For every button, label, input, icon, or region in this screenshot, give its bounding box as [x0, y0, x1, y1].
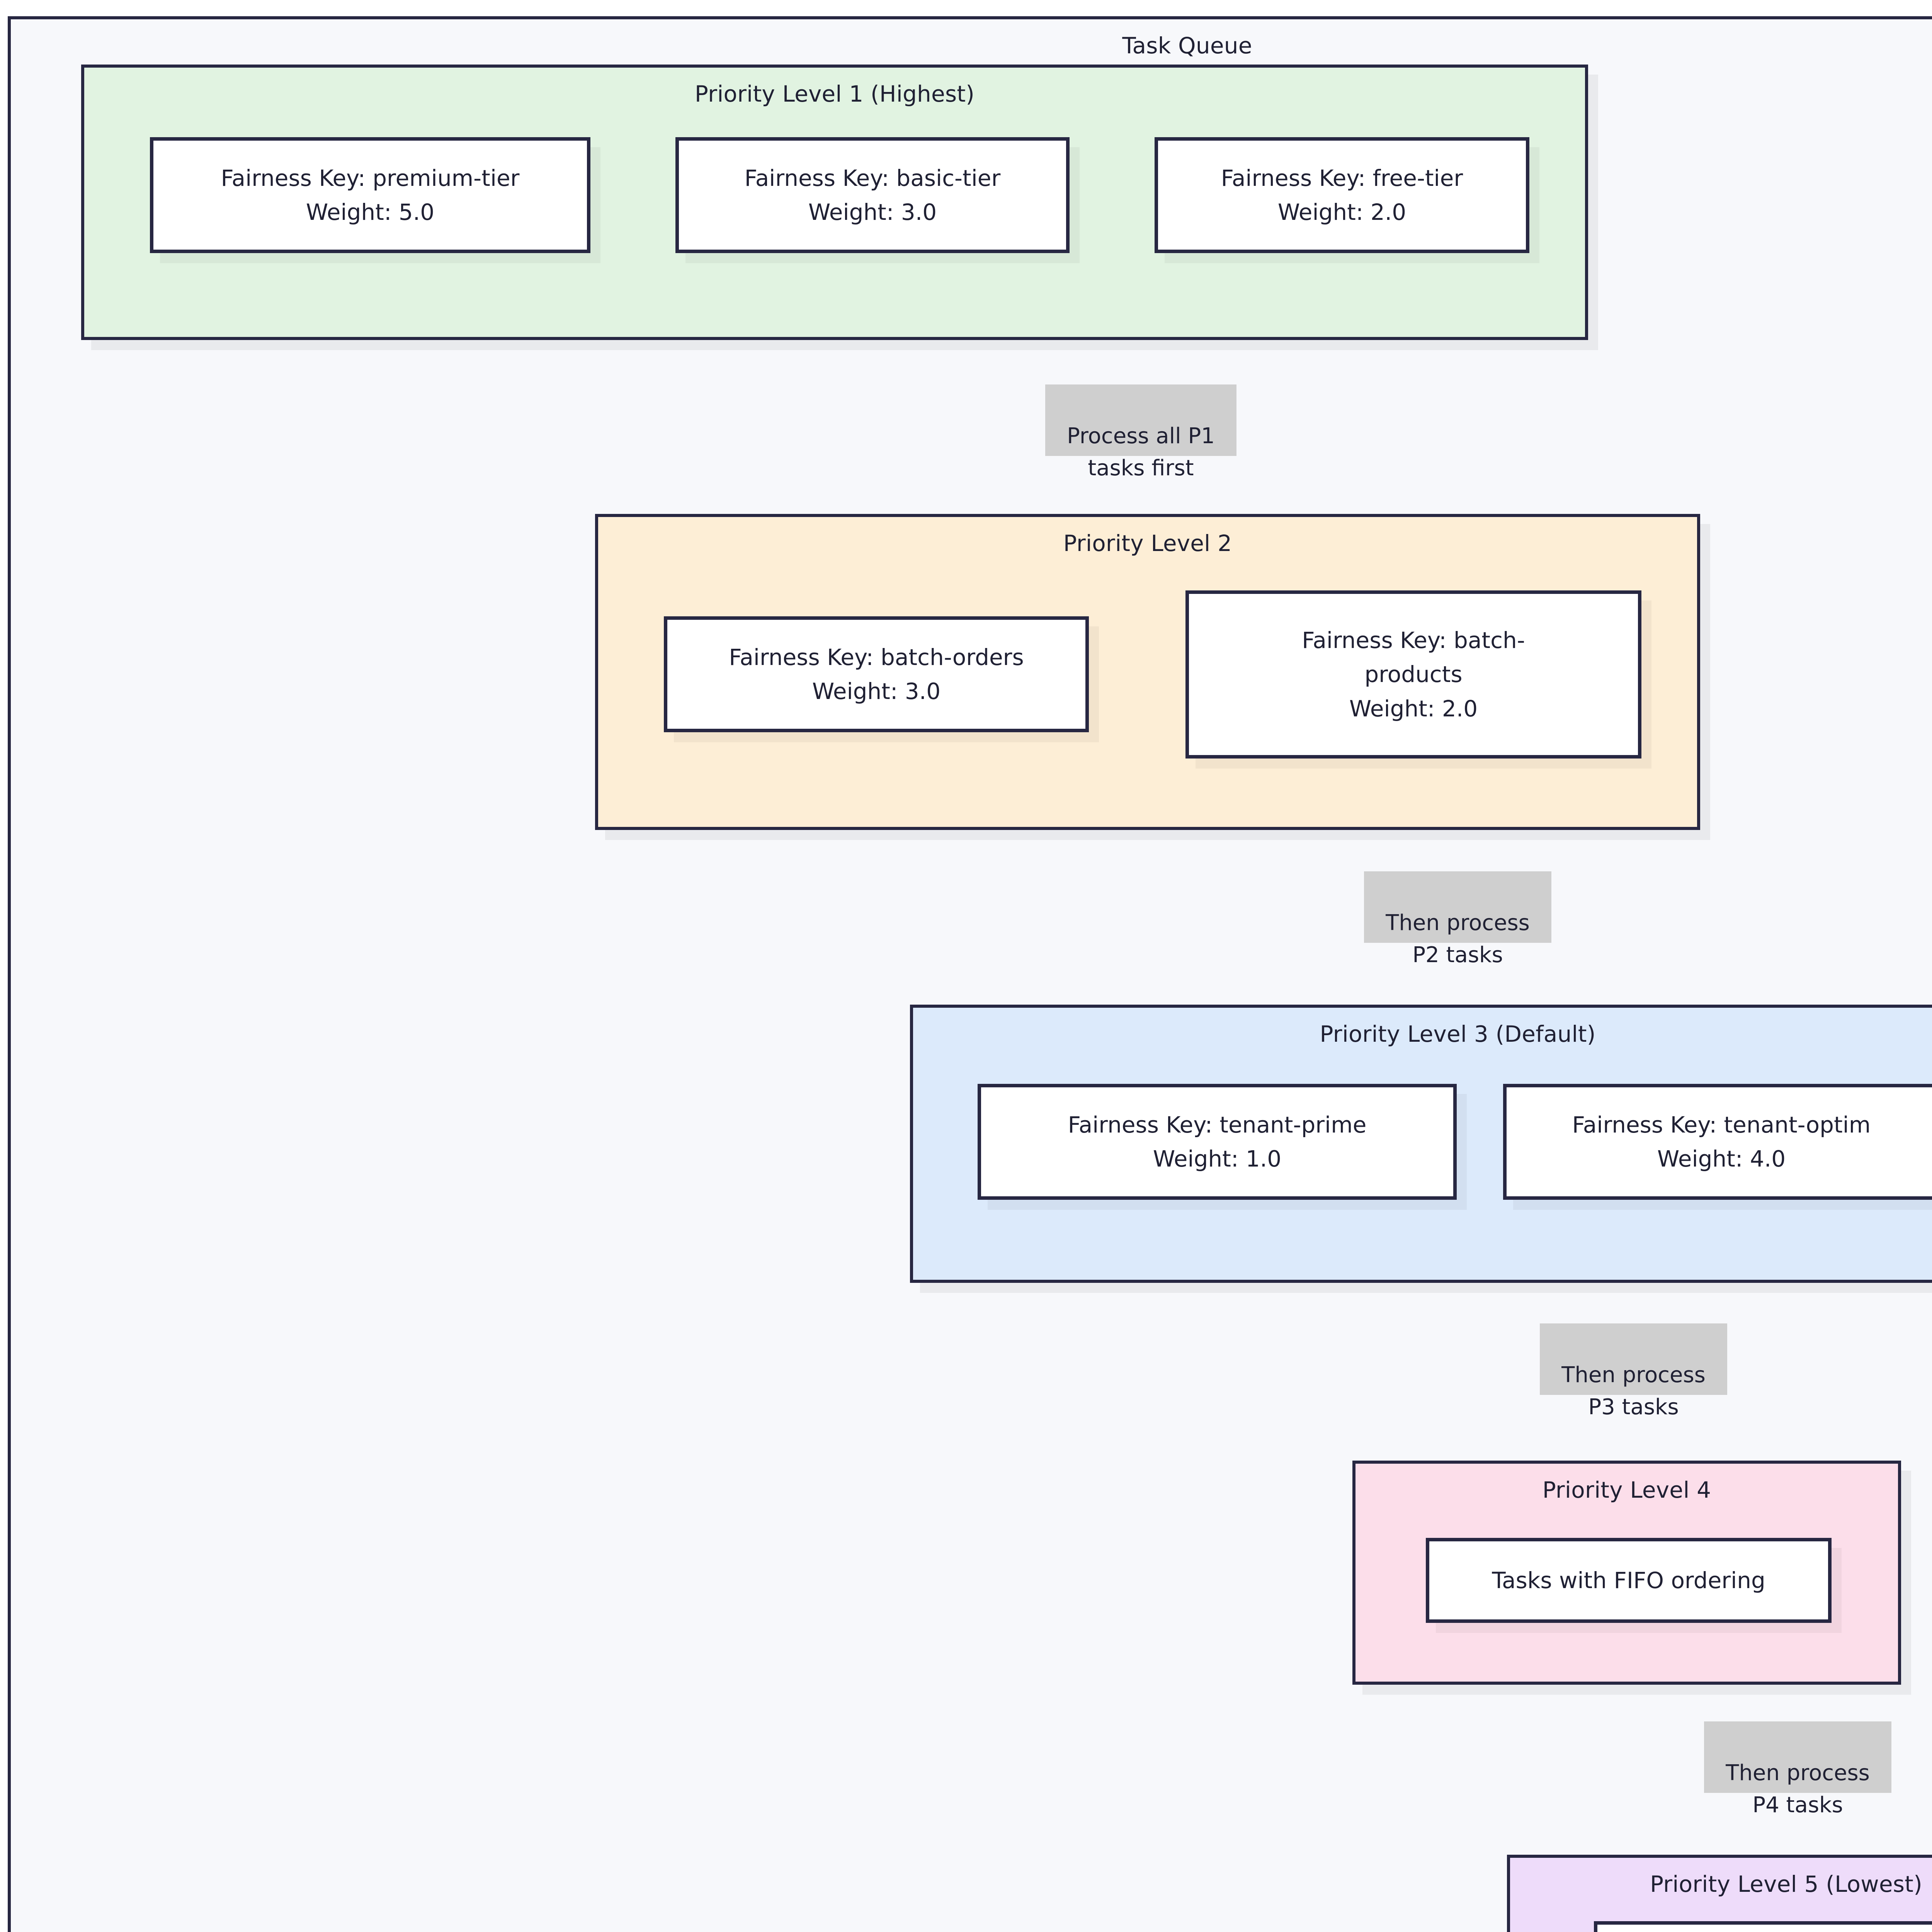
edge-label-text: Process all P1 tasks first — [1067, 423, 1215, 481]
fairness-node-tenant-optim[interactable]: Fairness Key: tenant-optim Weight: 4.0 — [1503, 1084, 1932, 1200]
fairness-node-text: Fairness Key: batch- products Weight: 2.… — [1302, 627, 1525, 722]
fairness-node-text: Fairness Key: free-tier Weight: 2.0 — [1221, 165, 1463, 225]
fairness-node-text: Fairness Key: premium-tier Weight: 5.0 — [221, 165, 520, 225]
fairness-node-text: Fairness Key: basic-tier Weight: 3.0 — [744, 165, 1001, 225]
fairness-node-free-tier[interactable]: Fairness Key: free-tier Weight: 2.0 — [1155, 137, 1529, 253]
fairness-node-batch-products[interactable]: Fairness Key: batch- products Weight: 2.… — [1185, 590, 1641, 759]
edge-label-text: Then process P2 tasks — [1386, 910, 1530, 968]
fairness-node-premium-tier[interactable]: Fairness Key: premium-tier Weight: 5.0 — [150, 137, 590, 253]
fairness-node-text: Fairness Key: tenant-optim Weight: 4.0 — [1572, 1111, 1871, 1172]
cluster-title-p3: Priority Level 3 (Default) — [1320, 1021, 1596, 1047]
cluster-priority-level-5[interactable]: Priority Level 5 (Lowest) — [1507, 1855, 1932, 1932]
fifo-node-text: Tasks with FIFO ordering — [1492, 1567, 1765, 1594]
edge-label-then-process-p3: Then process P3 tasks — [1540, 1323, 1727, 1420]
cluster-title-p1: Priority Level 1 (Highest) — [694, 81, 975, 107]
fifo-node-p5[interactable]: Tasks with FIFO ordering — [1594, 1921, 1932, 1932]
fairness-node-batch-orders[interactable]: Fairness Key: batch-orders Weight: 3.0 — [664, 616, 1089, 732]
cluster-title-p2: Priority Level 2 — [1063, 530, 1232, 556]
fairness-node-text: Fairness Key: tenant-prime Weight: 1.0 — [1068, 1111, 1367, 1172]
fairness-node-text: Fairness Key: batch-orders Weight: 3.0 — [729, 644, 1024, 704]
task-queue-title: Task Queue — [1122, 32, 1252, 59]
edge-label-text: Then process P4 tasks — [1726, 1760, 1870, 1818]
edge-label-then-process-p4: Then process P4 tasks — [1704, 1721, 1891, 1818]
fairness-node-tenant-prime[interactable]: Fairness Key: tenant-prime Weight: 1.0 — [978, 1084, 1457, 1200]
edge-label-then-process-p2: Then process P2 tasks — [1364, 871, 1551, 968]
cluster-title-p5: Priority Level 5 (Lowest) — [1650, 1871, 1922, 1897]
edge-label-text: Then process P3 tasks — [1561, 1362, 1706, 1420]
edge-label-process-all-p1: Process all P1 tasks first — [1045, 384, 1236, 481]
cluster-title-p4: Priority Level 4 — [1542, 1477, 1711, 1503]
fifo-node-p4[interactable]: Tasks with FIFO ordering — [1426, 1538, 1832, 1623]
fairness-node-basic-tier[interactable]: Fairness Key: basic-tier Weight: 3.0 — [675, 137, 1070, 253]
